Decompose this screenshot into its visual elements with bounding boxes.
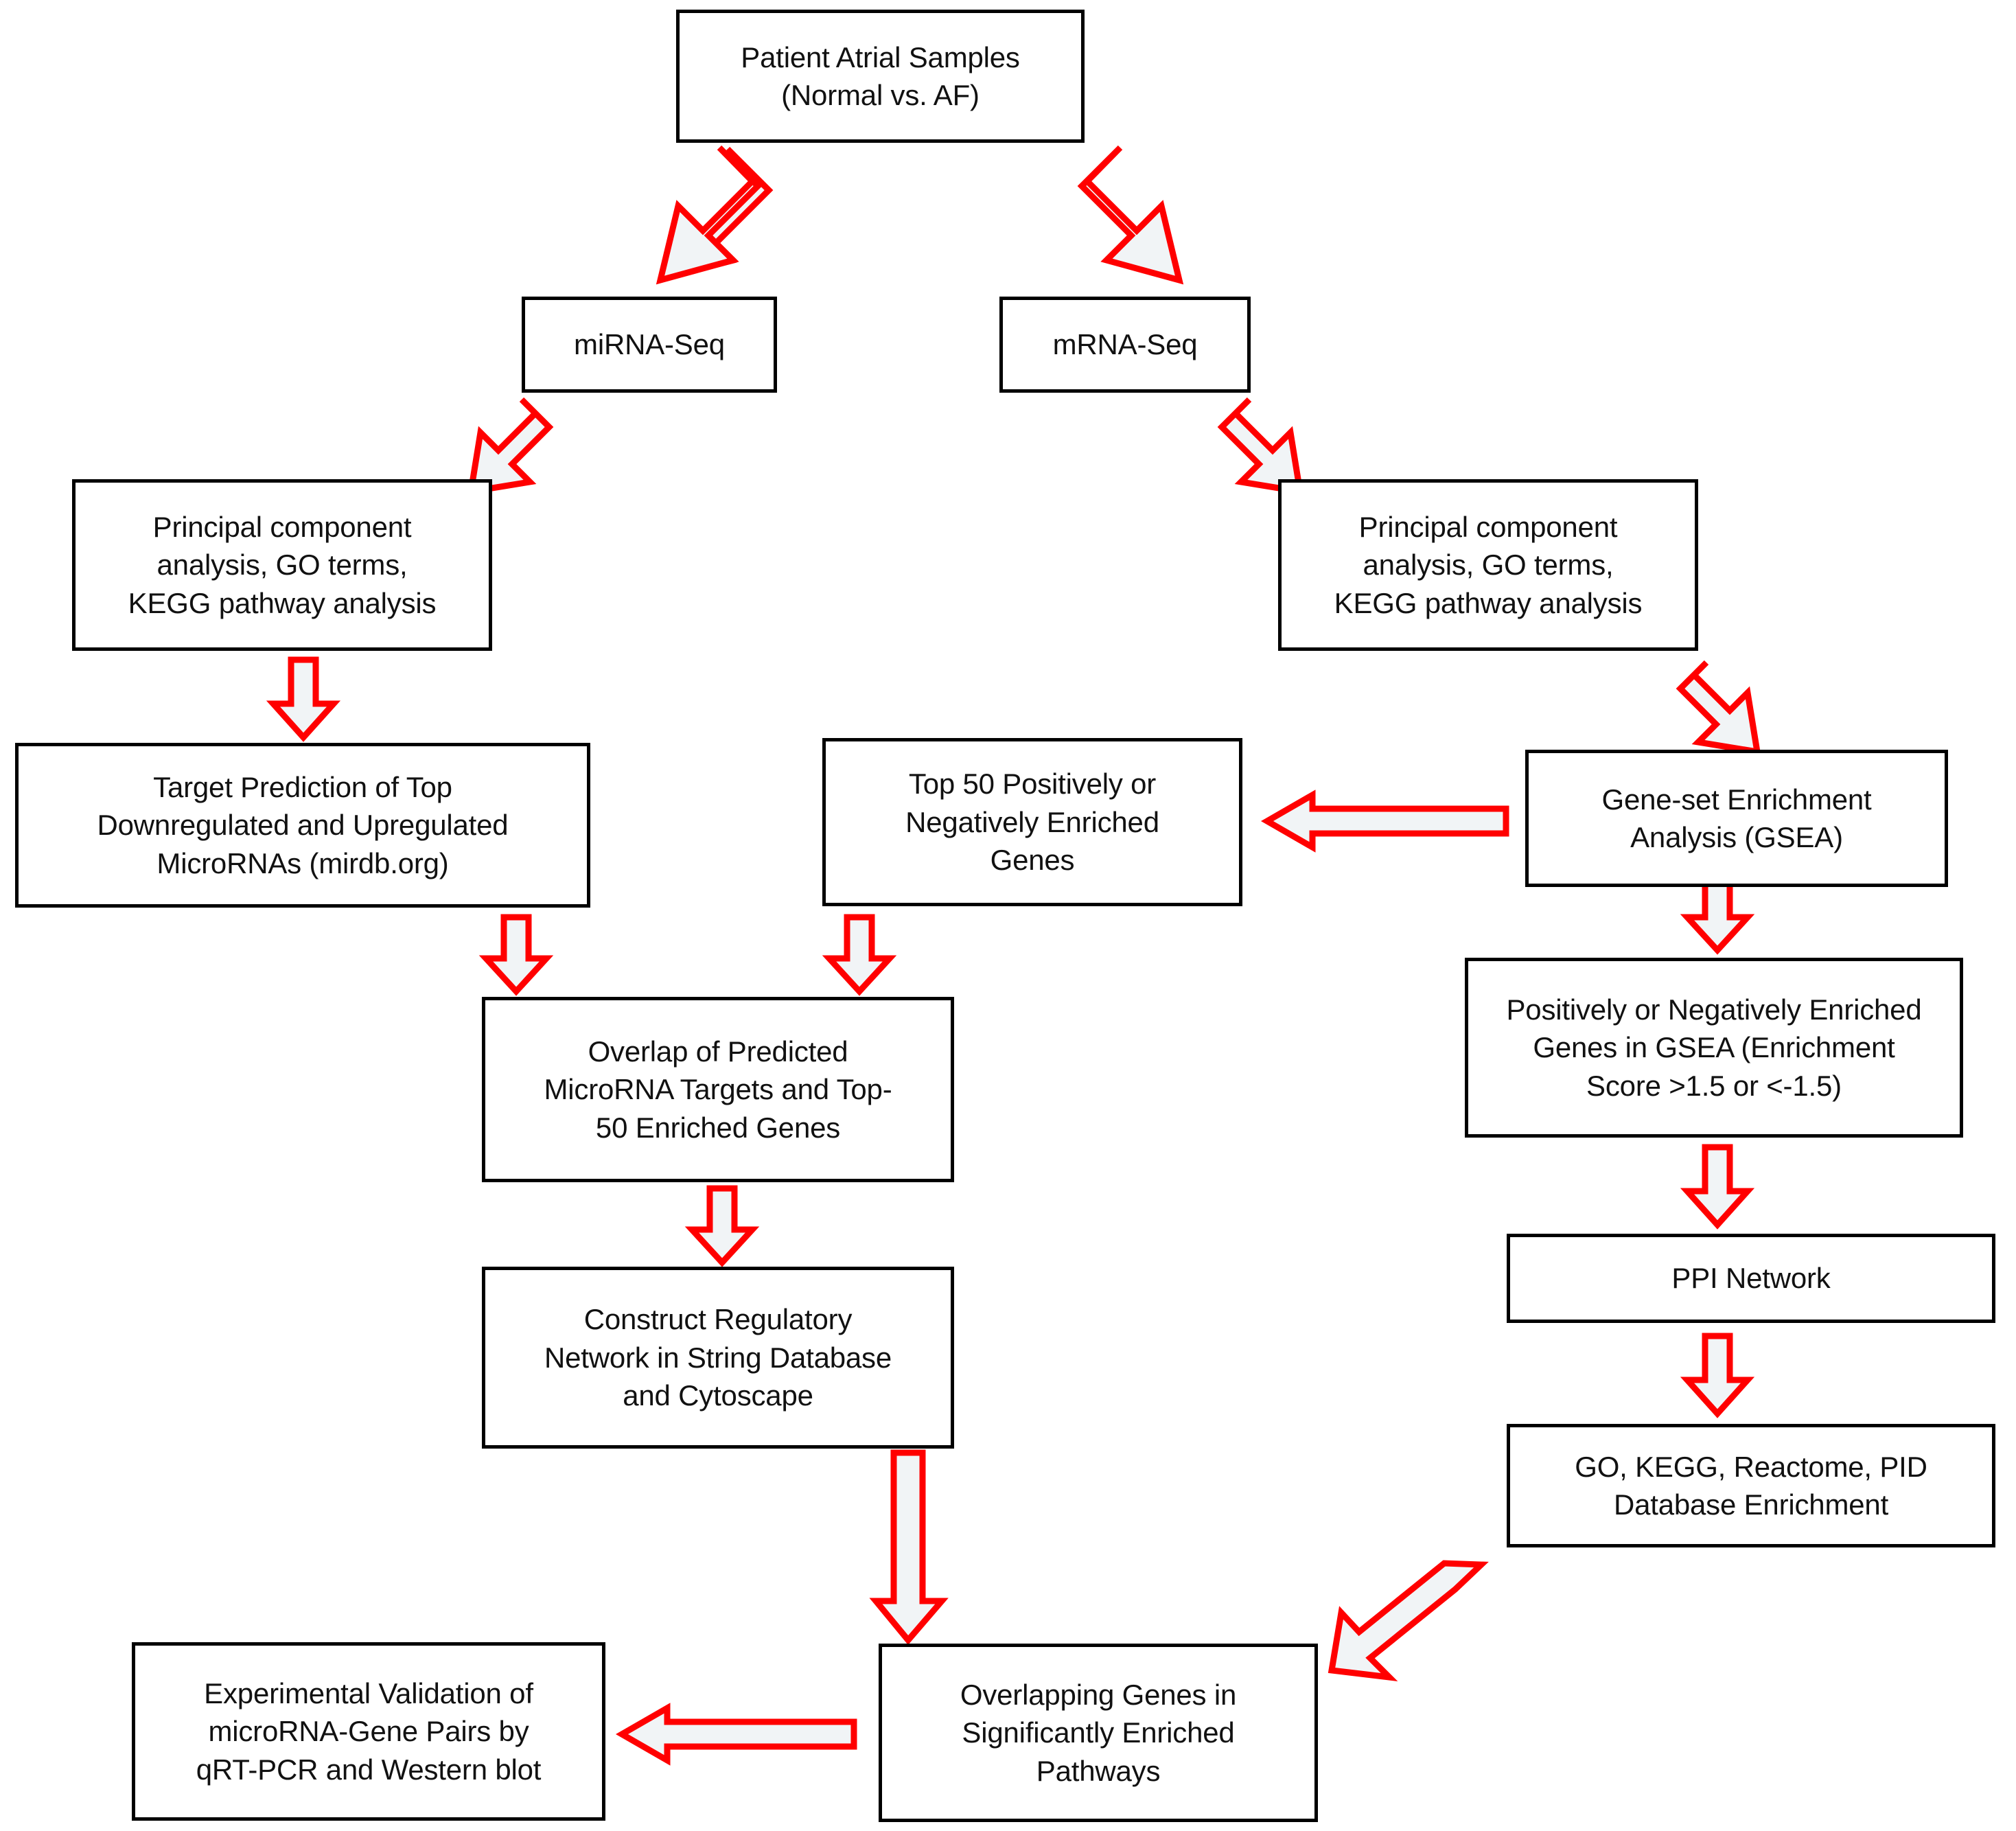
arrow-pca-right-to-gsea	[1676, 660, 1761, 756]
node-gsea[interactable]: Gene-set Enrichment Analysis (GSEA)	[1525, 750, 1948, 887]
arrow-database-enrichment-to-overlapping-genes	[1328, 1560, 1489, 1682]
node-enriched-genes-gsea[interactable]: Positively or Negatively Enriched Genes …	[1465, 958, 1963, 1138]
node-experimental-validation[interactable]: Experimental Validation of microRNA-Gene…	[132, 1642, 605, 1821]
node-target-prediction[interactable]: Target Prediction of Top Downregulated a…	[15, 743, 590, 908]
node-ppi-network[interactable]: PPI Network	[1507, 1234, 1995, 1323]
node-mrna-seq[interactable]: mRNA-Seq	[999, 297, 1251, 393]
arrow-gsea-to-top50-genes	[1260, 790, 1509, 853]
node-mirna-seq[interactable]: miRNA-Seq	[522, 297, 777, 393]
arrow-pca-left-to-target-prediction	[266, 656, 341, 742]
arrow-samples-to-mrna-seq	[1077, 145, 1184, 285]
node-pca-right[interactable]: Principal component analysis, GO terms, …	[1278, 479, 1698, 651]
node-top-50-genes[interactable]: Top 50 Positively or Negatively Enriched…	[822, 738, 1242, 906]
arrow-samples-to-mirna-seq	[669, 146, 774, 280]
arrow-target-prediction-to-overlap	[478, 914, 554, 996]
arrow-enriched-genes-to-ppi-network	[1680, 1144, 1755, 1230]
arrow-overlap-to-construct-network	[684, 1185, 760, 1267]
arrow-ppi-network-to-database-enrichment	[1680, 1333, 1755, 1418]
node-construct-network[interactable]: Construct Regulatory Network in String D…	[482, 1267, 954, 1449]
node-overlap-targets[interactable]: Overlap of Predicted MicroRNA Targets an…	[482, 997, 954, 1182]
arrow-construct-network-to-overlapping-genes	[869, 1449, 949, 1645]
arrow-overlapping-genes-to-experimental-validation	[615, 1703, 857, 1766]
arrow-samples-to-mirna-seq-body	[656, 145, 763, 285]
node-database-enrichment[interactable]: GO, KEGG, Reactome, PID Database Enrichm…	[1507, 1424, 1995, 1547]
node-patient-atrial-samples[interactable]: Patient Atrial Samples (Normal vs. AF)	[676, 10, 1085, 143]
arrow-top50-genes-to-overlap	[822, 914, 897, 996]
node-pca-left[interactable]: Principal component analysis, GO terms, …	[72, 479, 492, 651]
node-overlapping-genes-pathways[interactable]: Overlapping Genes in Significantly Enric…	[879, 1644, 1318, 1822]
